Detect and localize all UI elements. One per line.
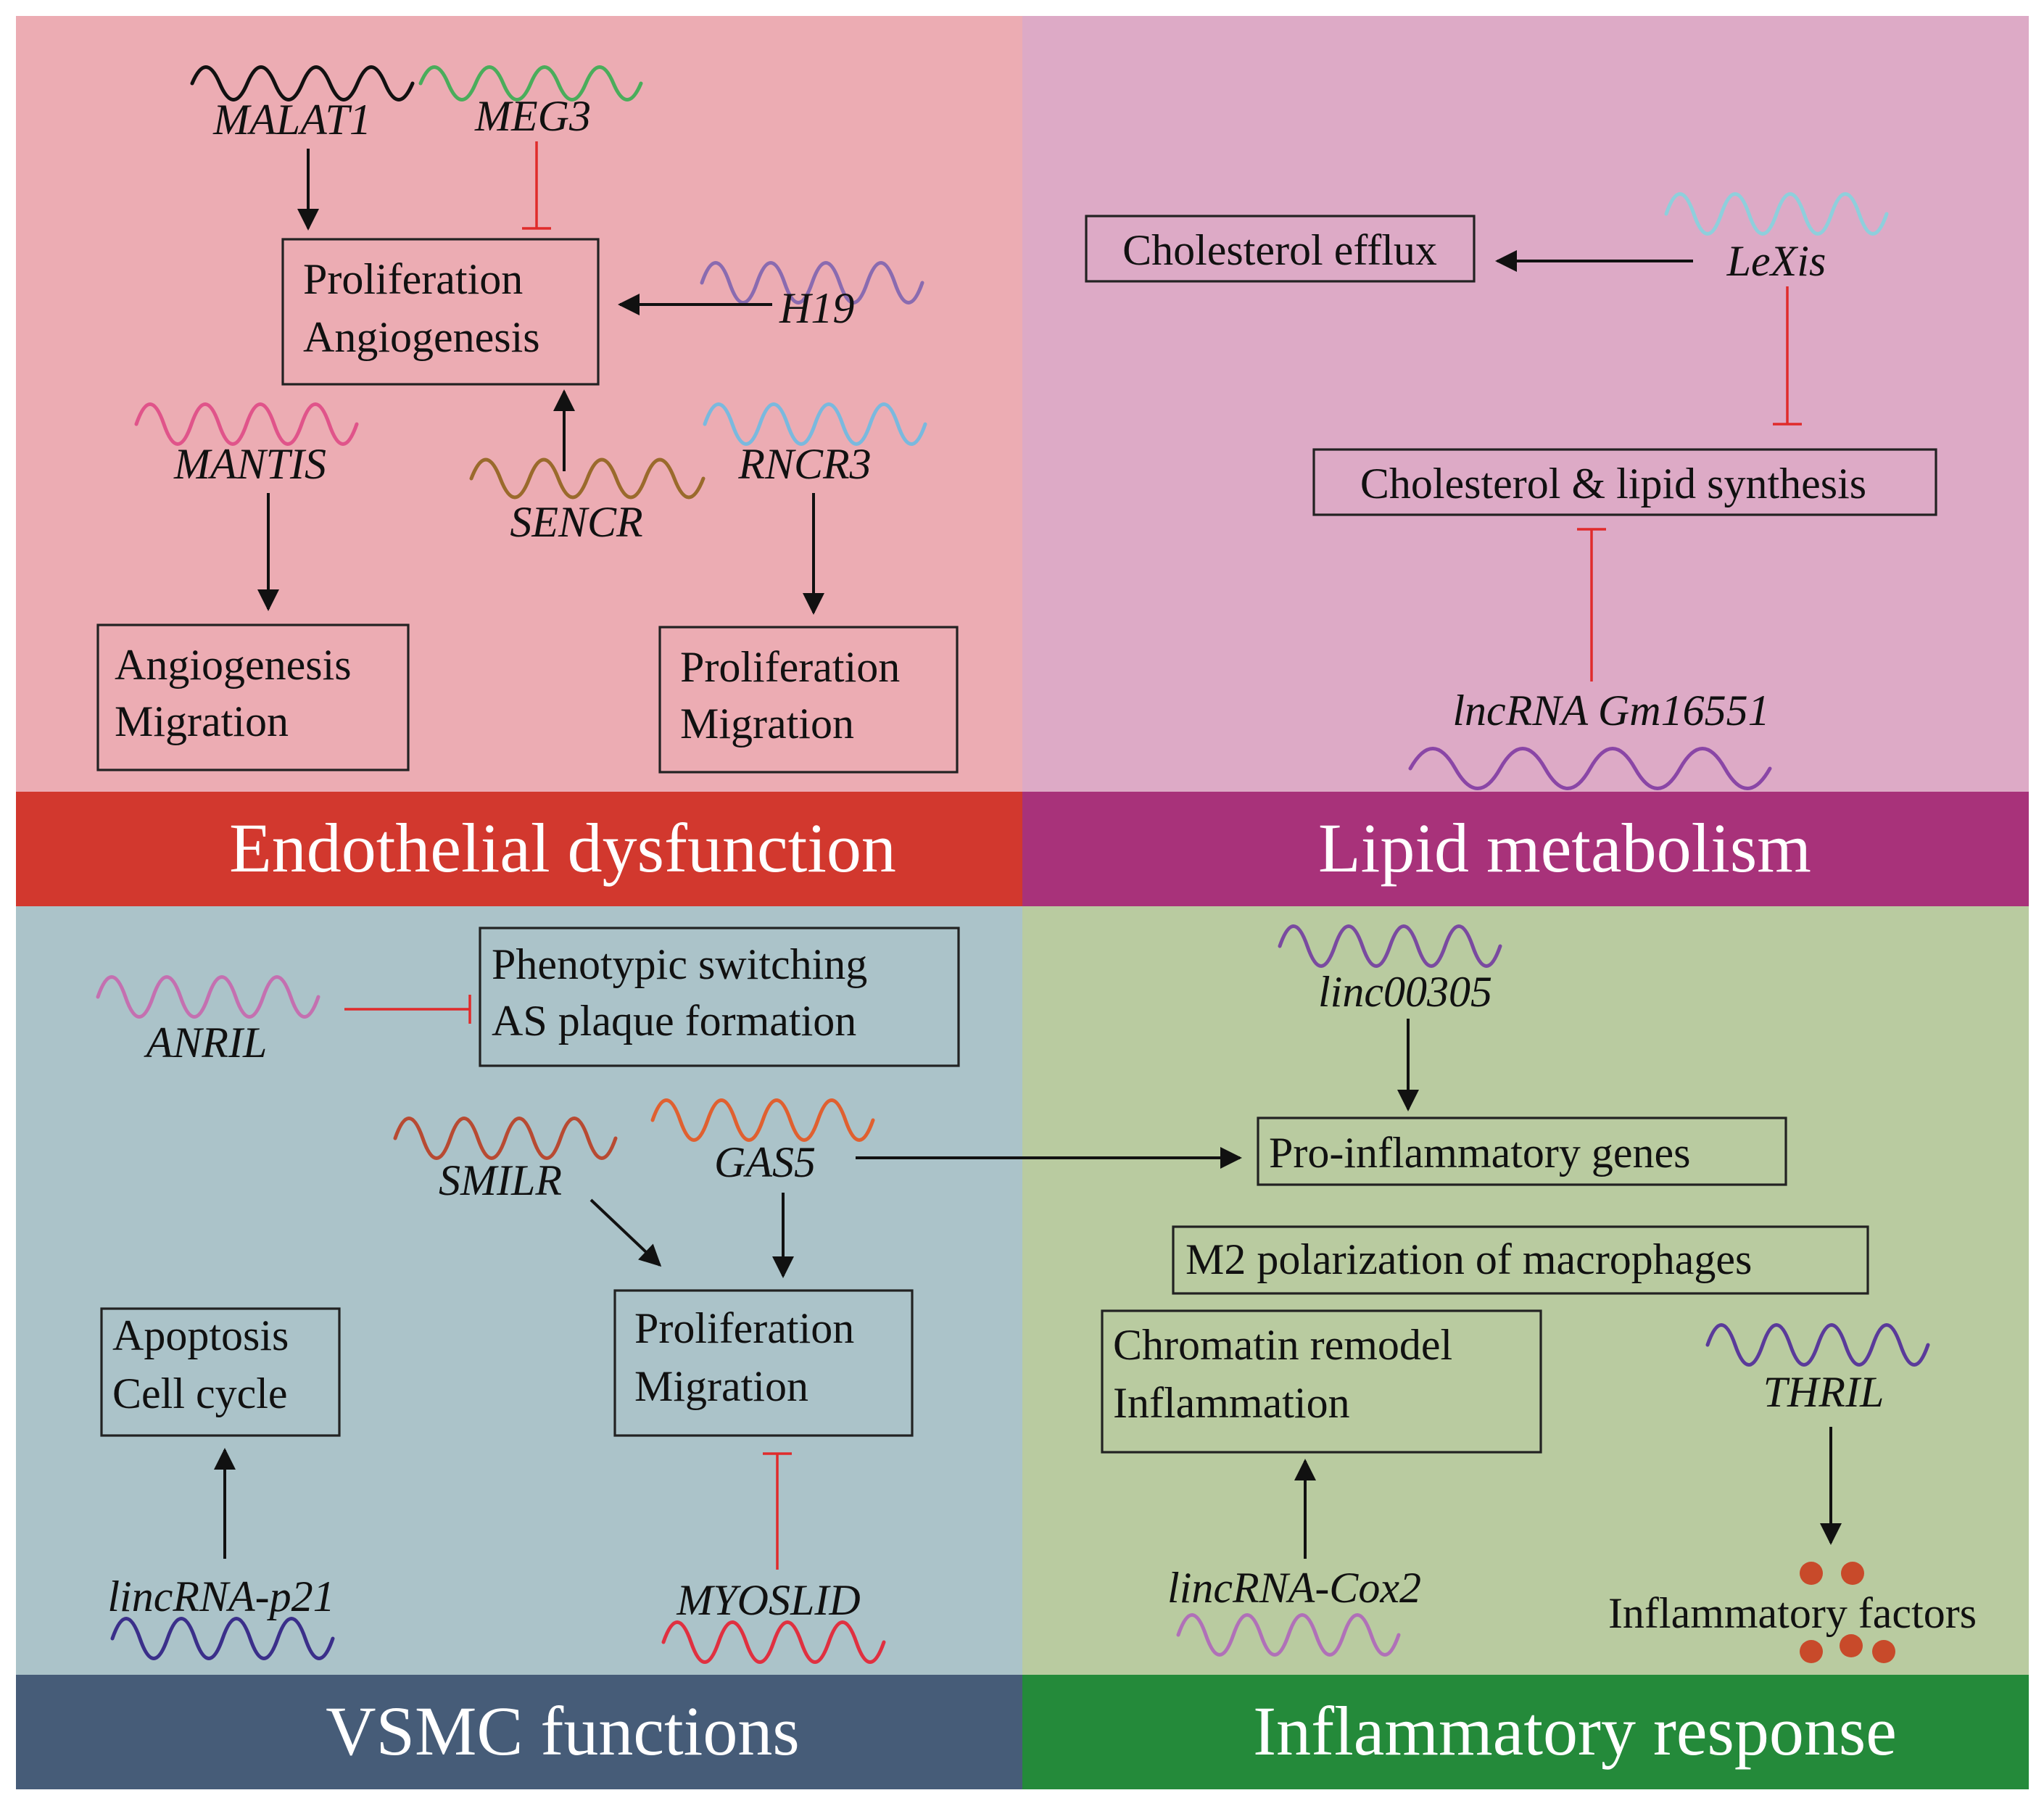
malat1-label: MALAT1 <box>212 96 371 144</box>
rncr3-prolif-migration-box <box>658 626 959 774</box>
malat1-rna-wave <box>190 65 415 102</box>
vsmc-prolif-migration-line1: Proliferation <box>634 1304 854 1352</box>
rncr3-prolif-migration-line2: Migration <box>680 700 854 747</box>
sencr-label: SENCR <box>510 498 642 546</box>
prolif-angio-box <box>281 238 600 386</box>
inflammatory-title: Inflammatory response <box>1253 1692 1897 1770</box>
pro-inflammatory-genes-box <box>1257 1117 1787 1186</box>
lincrna-p21-label: lincRNA-p21 <box>107 1573 334 1620</box>
myoslid-label: MYOSLID <box>676 1576 860 1624</box>
lipid-title: Lipid metabolism <box>1318 809 1811 887</box>
angio-migration-box <box>96 624 410 771</box>
linc00305-rna-wave <box>1278 924 1502 968</box>
m2-polarization-text: M2 polarization of macrophages <box>1186 1235 1752 1283</box>
gm16551-rna-wave <box>1408 747 1772 790</box>
prolif-angio-line1: Proliferation <box>303 255 523 303</box>
angio-migration-line1: Angiogenesis <box>115 641 352 689</box>
lexis-label: LeXis <box>1726 237 1826 285</box>
cholesterol-efflux-text: Cholesterol efflux <box>1122 226 1437 274</box>
rncr3-label: RNCR3 <box>737 440 871 488</box>
factor-dot <box>1872 1640 1895 1663</box>
angio-migration-line2: Migration <box>115 697 289 745</box>
phenotypic-switching-line2: AS plaque formation <box>492 997 856 1045</box>
h19-rna-wave <box>700 261 924 305</box>
phenotypic-switching-line1: Phenotypic switching <box>492 940 867 988</box>
inflammatory-panel <box>1022 906 2029 1675</box>
inflammatory-factors-label: Inflammatory factors <box>1608 1589 1977 1637</box>
chromatin-remodel-line1: Chromatin remodel <box>1113 1321 1452 1369</box>
sencr-rna-wave <box>469 457 706 500</box>
factor-dot <box>1840 1634 1863 1657</box>
vsmc-title: VSMC functions <box>326 1692 799 1770</box>
cholesterol-synthesis-box <box>1312 448 1937 516</box>
mantis-label: MANTIS <box>173 440 326 488</box>
lipid-panel <box>1022 16 2029 792</box>
gas5-label: GAS5 <box>714 1138 816 1186</box>
h19-label: H19 <box>779 284 854 332</box>
smilr-rna-wave <box>393 1117 618 1160</box>
myoslid-rna-wave <box>661 1620 886 1664</box>
anril-label: ANRIL <box>144 1019 268 1066</box>
factor-dot <box>1800 1562 1823 1585</box>
lincrna-p21-rna-wave <box>110 1617 335 1660</box>
apoptosis-box <box>100 1307 341 1437</box>
lexis-rna-wave <box>1664 192 1889 236</box>
smilr-activation-arrow <box>589 1198 662 1267</box>
cholesterol-efflux-box <box>1085 215 1476 283</box>
vsmc-title-bar <box>16 1675 1022 1789</box>
rncr3-rna-wave <box>703 402 927 446</box>
gm16551-label: lncRNA Gm16551 <box>1452 687 1769 734</box>
pro-inflammatory-genes-text: Pro-inflammatory genes <box>1269 1129 1691 1177</box>
phenotypic-switching-box <box>479 927 960 1067</box>
vsmc-prolif-migration-line2: Migration <box>634 1362 808 1410</box>
inflammatory-title-bar <box>1022 1675 2029 1789</box>
factor-dot <box>1800 1640 1823 1663</box>
endothelial-title: Endothelial dysfunction <box>229 809 896 887</box>
factor-dot <box>1841 1562 1864 1585</box>
lincrna-cox2-rna-wave <box>1176 1613 1401 1657</box>
smilr-label: SMILR <box>439 1156 562 1204</box>
thril-rna-wave <box>1705 1323 1930 1367</box>
anril-rna-wave <box>96 975 320 1019</box>
inflammatory-factor-dots <box>1800 1562 1895 1663</box>
cholesterol-synthesis-text: Cholesterol & lipid synthesis <box>1360 460 1866 508</box>
chromatin-remodel-line2: Inflammation <box>1113 1379 1350 1427</box>
vsmc-prolif-migration-box <box>613 1289 914 1437</box>
gas5-rna-wave <box>650 1098 875 1142</box>
meg3-label: MEG3 <box>474 92 591 140</box>
lipid-title-bar <box>1022 792 2029 906</box>
apoptosis-line1: Apoptosis <box>112 1312 289 1359</box>
meg3-rna-wave <box>418 65 643 102</box>
endothelial-panel <box>16 16 1022 792</box>
linc00305-label: linc00305 <box>1318 968 1492 1016</box>
apoptosis-line2: Cell cycle <box>112 1370 288 1417</box>
mantis-rna-wave <box>134 402 359 446</box>
rncr3-prolif-migration-line1: Proliferation <box>680 643 900 691</box>
chromatin-remodel-box <box>1101 1309 1542 1454</box>
endothelial-title-bar <box>16 792 1022 906</box>
prolif-angio-line2: Angiogenesis <box>303 313 540 361</box>
m2-polarization-box <box>1172 1225 1869 1295</box>
lincrna-cox2-label: lincRNA-Cox2 <box>1167 1564 1421 1612</box>
thril-label: THRIL <box>1763 1368 1884 1416</box>
